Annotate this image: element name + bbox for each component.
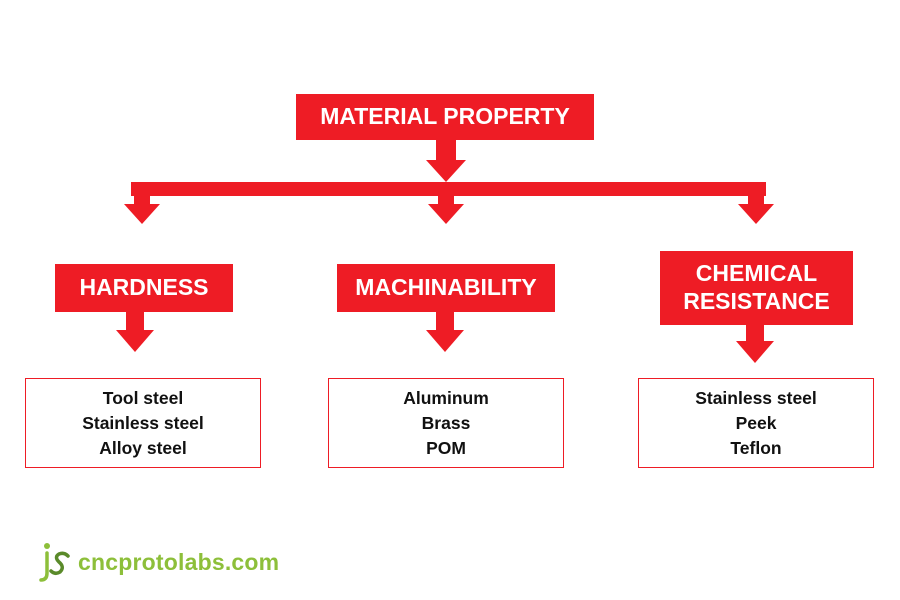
root-arrow-head bbox=[426, 160, 466, 182]
machinability-drop-head bbox=[428, 204, 464, 224]
brand-logo-icon bbox=[39, 543, 70, 582]
chemical-drop-head bbox=[738, 204, 774, 224]
hardness-label: HARDNESS bbox=[79, 274, 209, 301]
list-item: Tool steel bbox=[102, 387, 184, 408]
machinability-drop-shaft bbox=[438, 196, 454, 204]
brand-site-text: cncprotolabs.com bbox=[78, 548, 280, 575]
list-item: Aluminum bbox=[403, 387, 489, 408]
chemical-list-arrow-head bbox=[736, 341, 774, 363]
list-item: Alloy steel bbox=[99, 437, 187, 458]
material-property-box: MATERIAL PROPERTY bbox=[296, 94, 594, 140]
machinability-list-arrow-head bbox=[426, 330, 464, 352]
root-arrow-shaft bbox=[436, 140, 456, 160]
machinability-list-arrow-shaft bbox=[436, 312, 454, 330]
chemical-resistance-materials-list: Stainless steel Peek Teflon bbox=[638, 378, 874, 468]
hardness-box: HARDNESS bbox=[55, 264, 233, 312]
hardness-drop-shaft bbox=[134, 196, 150, 204]
chemical-resistance-box: CHEMICAL RESISTANCE bbox=[660, 251, 853, 325]
list-item: Brass bbox=[421, 412, 471, 433]
hardness-materials-list: Tool steel Stainless steel Alloy steel bbox=[25, 378, 261, 468]
hardness-list-arrow-shaft bbox=[126, 312, 144, 330]
material-property-label: MATERIAL PROPERTY bbox=[320, 103, 570, 130]
machinability-label: MACHINABILITY bbox=[355, 274, 537, 301]
list-item: POM bbox=[426, 437, 466, 458]
chemical-resistance-label-line-1: CHEMICAL bbox=[695, 260, 818, 287]
machinability-box: MACHINABILITY bbox=[337, 264, 555, 312]
list-item: Stainless steel bbox=[695, 387, 817, 408]
list-item: Teflon bbox=[730, 437, 782, 458]
hardness-list-arrow-head bbox=[116, 330, 154, 352]
machinability-materials-list: Aluminum Brass POM bbox=[328, 378, 564, 468]
list-item: Peek bbox=[735, 412, 777, 433]
brand-watermark: cncprotolabs.com bbox=[38, 540, 279, 584]
chemical-drop-shaft bbox=[748, 196, 764, 204]
hardness-drop-head bbox=[124, 204, 160, 224]
list-item: Stainless steel bbox=[82, 412, 204, 433]
chemical-list-arrow-shaft bbox=[746, 325, 764, 341]
branch-bar bbox=[131, 182, 766, 196]
chemical-resistance-label-line-2: RESISTANCE bbox=[683, 288, 830, 314]
